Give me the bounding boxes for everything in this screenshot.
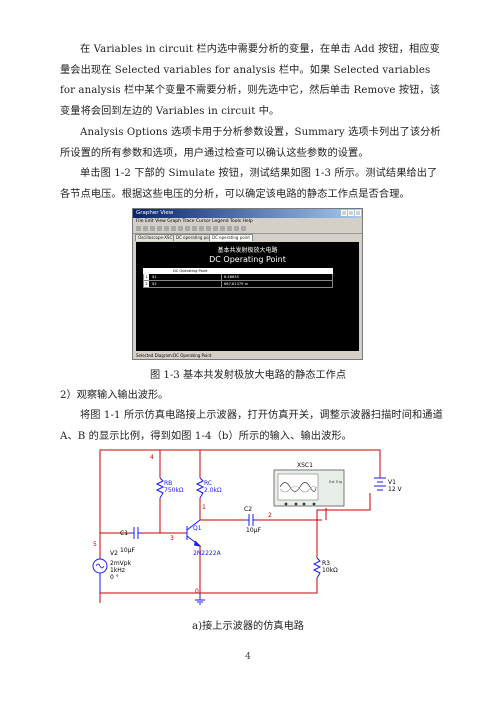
v2-name: V2 [110,550,118,557]
grapher-plot-pane: 基本共发射极放大电路 DC Operating Point DC Operati… [136,242,359,351]
figure-caption-1-3: 图 1-3 基本共发射极放大电路的静态工作点 [149,370,347,381]
table-row: 2 $3 667.61379 m [143,281,333,288]
close-icon [355,210,361,216]
resistor-rc [195,477,205,499]
table-row: 1 $1 6.48635 [143,274,333,281]
c2-name: C2 [244,506,252,513]
tool-icon [227,226,232,231]
scope-name: XSC1 [297,462,313,469]
tab-oscilloscope: Oscilloscope-XSC1 [135,234,178,241]
row-value: 667.61379 m [224,282,249,286]
v2-phase: 0 ° [110,574,119,581]
tool-icon [178,226,183,231]
tool-icon [220,226,225,231]
maximize-icon [348,210,354,216]
row-name: $1 [152,275,157,279]
grapher-status: Selected Diagram:DC Operating Point [136,353,212,358]
rc-name: RC [204,480,212,487]
tool-icon [206,226,211,231]
tool-icon [150,226,155,231]
capacitor-c2 [245,514,257,526]
node-2: 2 [268,512,272,519]
node-5: 5 [93,541,97,548]
circuit-wires [99,449,381,603]
tool-icon [157,226,162,231]
tool-icon [164,226,169,231]
node-4: 4 [150,454,154,461]
page-number: 4 [245,652,251,662]
grapher-title-en: DC Operating Point [209,255,286,264]
v1-value: 12 V [388,486,403,493]
tool-icon [171,226,176,231]
v2-frequency: 1kHz [110,567,125,574]
ac-source-v2 [92,558,108,574]
q1-name: Q1 [193,525,202,532]
circuit-diagram: Ext Trig XSC1 RB 750kΩ RC 2.0kΩ 4 1 2 3 … [92,449,403,605]
grapher-title: Grapher View [136,210,174,216]
q1-part: 2N2222A [193,550,222,557]
ground-icon [195,593,205,605]
tool-icon [199,226,204,231]
transistor-q1 [186,519,202,547]
dc-op-table-header: DC Operating Point [143,268,333,274]
paragraph-oscilloscope: 将图 1-1 所示仿真电路接上示波器，打开仿真开关，调整示波器扫描时间和通道 A… [60,410,443,442]
v2-amplitude: 2mVpk [110,560,132,567]
v1-name: V1 [388,479,396,486]
resistor-rb [155,477,165,499]
rb-value: 750kΩ [164,487,184,494]
c1-name: C1 [120,530,128,537]
grapher-title-cn: 基本共发射极放大电路 [217,247,278,254]
tool-icon [185,226,190,231]
tab-dc-op-2: DC operating point [209,234,253,241]
dc-op-table: DC Operating Point 1 $1 6.48635 2 $3 667… [143,268,333,288]
tool-icon [192,226,197,231]
node-0: 0 [195,588,199,595]
node-3: 3 [170,535,174,542]
c2-value: 10μF [246,527,261,534]
figure-caption-1-4a: a)接上示波器的仿真电路 [192,621,304,632]
r3-value: 10kΩ [322,567,338,574]
section-heading: 2）观察输入输出波形。 [60,390,169,401]
grapher-titlebar: Grapher View [133,209,362,218]
tool-icon [143,226,148,231]
paragraph-analysis-options: Analysis Options 选项卡用于分析参数设置，Summary 选项卡… [60,127,441,159]
r3-name: R3 [322,560,330,567]
resistor-r3 [312,557,322,579]
tool-icon [213,226,218,231]
paragraph-simulate: 单击图 1-2 下部的 Simulate 按钮，测试结果如图 1-3 所示。测试… [60,168,438,200]
tool-icon [241,226,246,231]
tool-icon [136,226,141,231]
row-value: 6.48635 [224,275,239,279]
battery-v1 [374,477,386,491]
grapher-view-screenshot: Grapher View File Edit View Graph Trace … [132,208,363,360]
capacitor-c1 [130,527,142,539]
grapher-menubar: File Edit View Graph Trace Cursor Legend… [136,219,253,224]
c1-value: 10μF [120,547,135,554]
row-index: 2 [144,281,149,287]
tool-icon [234,226,239,231]
grapher-tabs: Oscilloscope-XSC1 DC operating point DC … [133,234,362,241]
grapher-toolbar [133,225,362,234]
paragraph-variables: 在 Variables in circuit 栏内选中需要分析的变量，在单击 A… [60,44,441,117]
table-header-label: DC Operating Point [173,269,208,273]
oscilloscope-xsc1: Ext Trig XSC1 [273,462,345,507]
rb-name: RB [164,480,172,487]
rc-value: 2.0kΩ [204,487,222,494]
row-index: 1 [144,274,149,280]
minimize-icon [341,210,347,216]
row-name: $3 [152,282,157,286]
scope-ext-label: Ext Trig [329,480,342,484]
node-1: 1 [202,504,206,511]
